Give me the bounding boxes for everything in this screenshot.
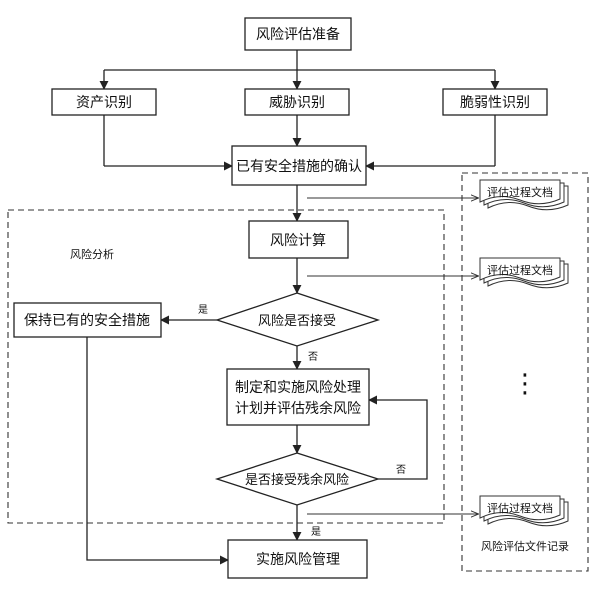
node-asset-label: 资产识别 [76,95,132,111]
connectors [86,50,500,565]
document-2: 评估过程文档 [479,257,569,289]
risk-analysis-region [7,209,445,524]
label-no-residual: 否 [396,464,406,476]
document-record-region [461,172,589,572]
label-doc-record: 风险评估文件记录 [481,539,569,553]
node-confirm-label: 已有安全措施的确认 [236,158,362,175]
label-yes-residual: 是 [311,526,321,538]
label-no-accept: 否 [308,351,318,363]
node-vuln-label: 脆弱性识别 [460,94,530,111]
node-prep: 风险评估准备 [244,17,352,51]
arrow-residual-no-loop [368,395,428,480]
node-vuln: 脆弱性识别 [442,88,548,116]
node-accept-label: 风险是否接受 [258,313,336,329]
node-prep-label: 风险评估准备 [256,26,340,43]
node-keep-label: 保持已有的安全措施 [24,312,150,329]
arrow-keep-to-manage [86,337,229,565]
node-accept-decision: 风险是否接受 [214,292,381,347]
node-plan: 制定和实施风险处理 计划并评估残余风险 [226,368,370,426]
node-threat-label: 威胁识别 [269,95,325,111]
ellipsis-vertical: ⋮ [512,369,538,399]
document-label: 评估过程文档 [487,263,553,277]
label-risk-analysis: 风险分析 [70,247,114,261]
document-label: 评估过程文档 [487,185,553,199]
node-manage: 实施风险管理 [227,539,368,579]
node-plan-line1: 制定和实施风险处理 [235,380,361,396]
document-3: 评估过程文档 [479,495,569,527]
node-asset: 资产识别 [51,88,157,116]
node-residual-label: 是否接受残余风险 [245,472,349,488]
node-manage-label: 实施风险管理 [256,552,340,568]
node-residual-decision: 是否接受残余风险 [214,452,381,506]
node-calc-label: 风险计算 [270,233,326,249]
document-label: 评估过程文档 [487,501,553,515]
node-confirm: 已有安全措施的确认 [231,145,367,186]
label-yes-accept: 是 [198,304,208,316]
node-calc: 风险计算 [248,220,349,259]
node-plan-line2: 计划并评估残余风险 [235,400,361,417]
node-threat: 威胁识别 [244,88,350,116]
node-keep: 保持已有的安全措施 [13,302,162,338]
document-1: 评估过程文档 [479,179,569,211]
